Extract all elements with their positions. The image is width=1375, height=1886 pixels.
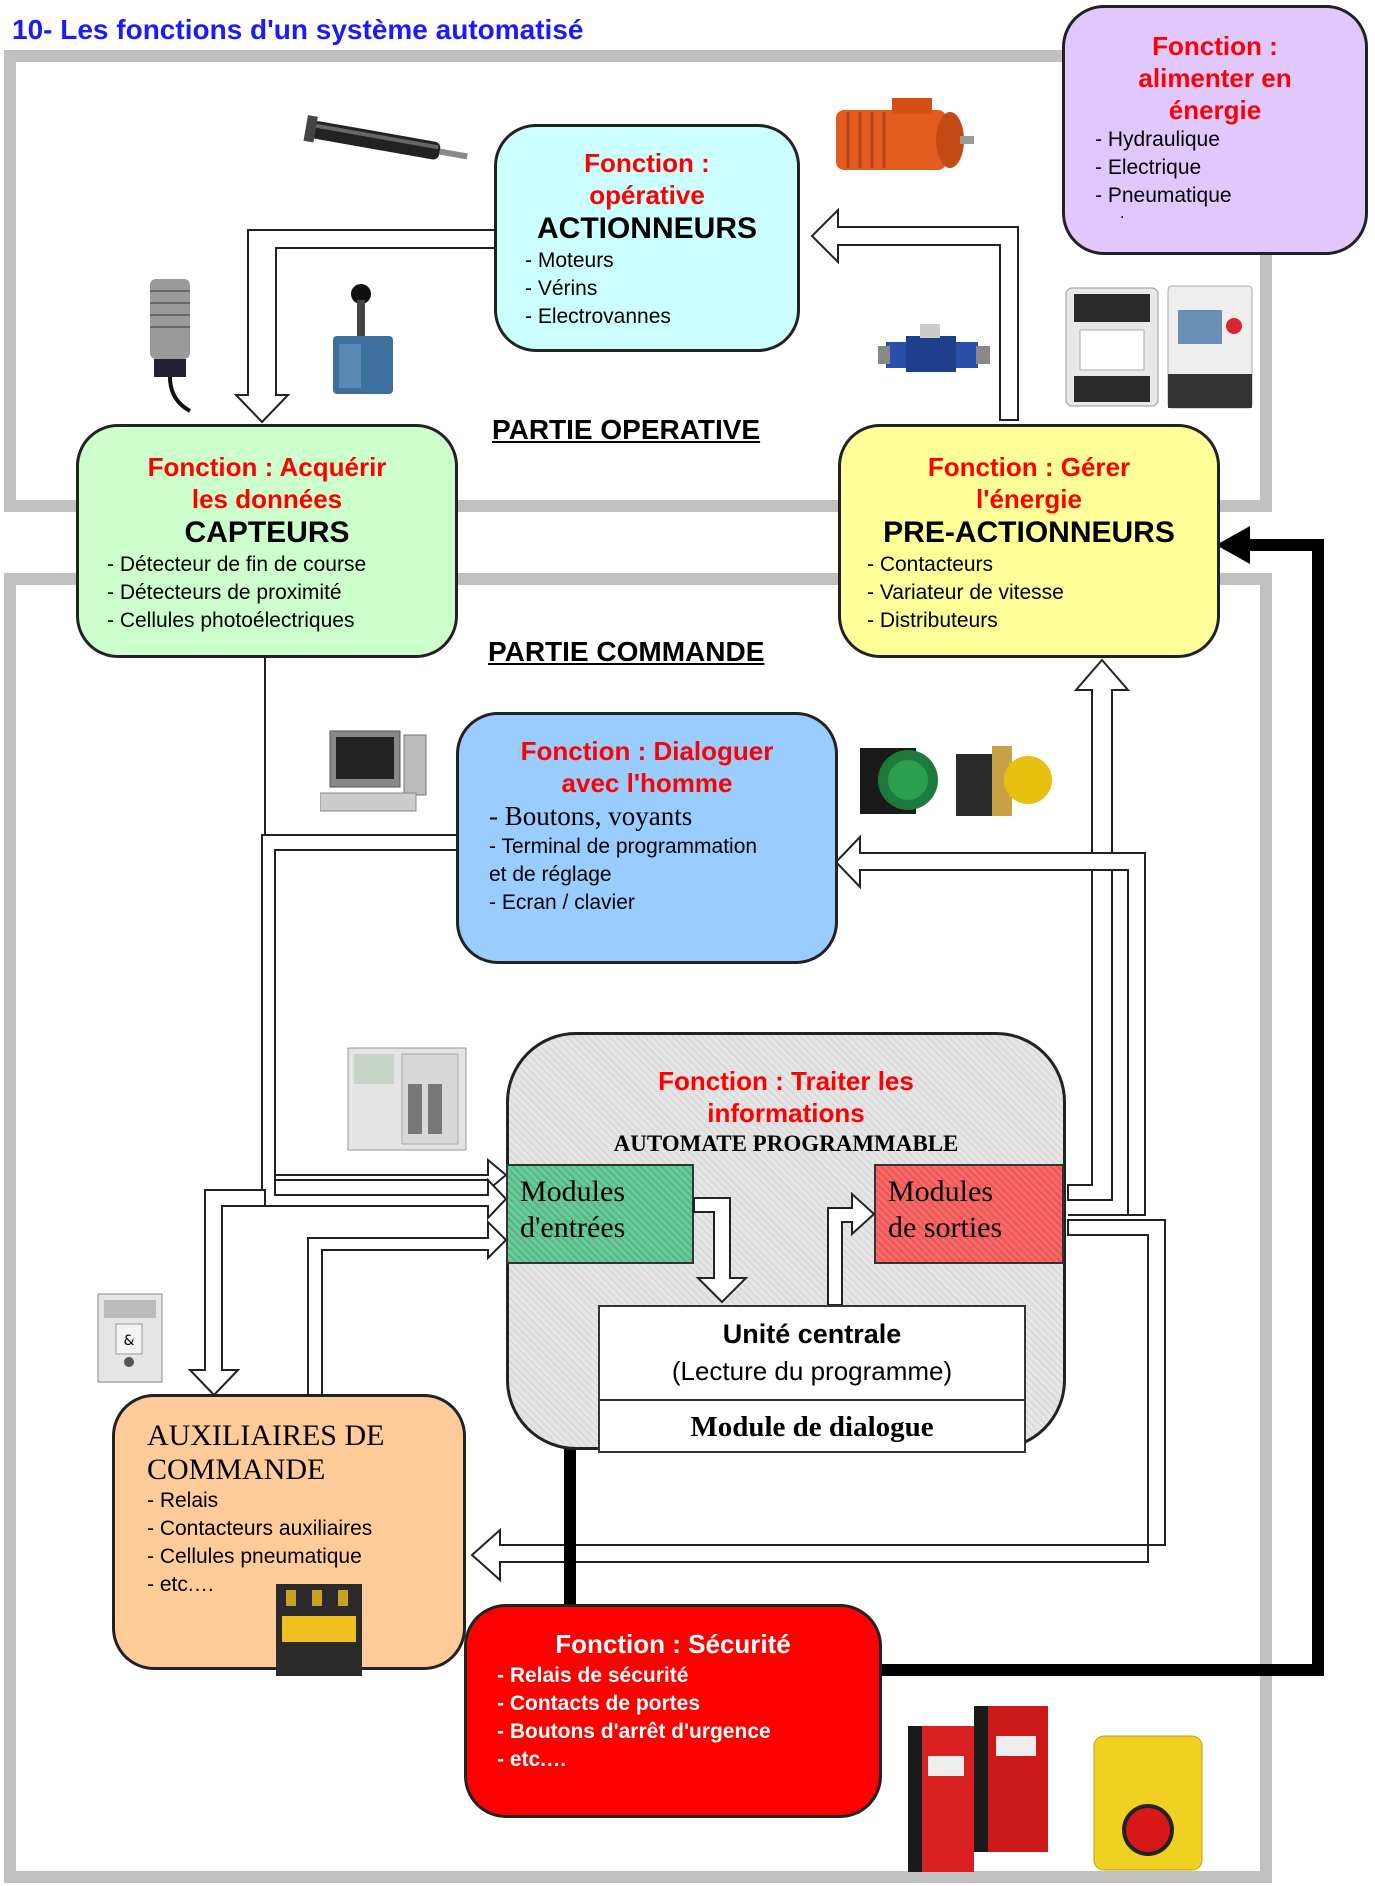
securite-item: - Contacts de portes [497,1692,701,1715]
securite-item: - etc.… [497,1748,568,1771]
modules-sorties-line1: Modules [888,1175,993,1208]
dialogue-item: - Ecran / clavier [489,891,635,914]
actionneurs-category: ACTIONNEURS [536,212,757,245]
energie-item: - etc.… [1095,210,1365,218]
modules-entrees-line2: d'entrées [520,1211,626,1244]
actionneurs-item: - Vérins [525,277,598,300]
safety-relay-photo [908,1706,1048,1872]
capteurs-item: - Détecteur de fin de course [107,553,367,576]
capteurs-function-2: les données [191,484,343,514]
auxiliaires-item: - Cellules pneumatique [147,1545,362,1568]
automate-function-2: informations [707,1098,865,1128]
module-dialogue: Module de dialogue [690,1411,934,1443]
energie-item: - Pneumatique [1095,184,1232,207]
capteurs-function-1: Fonction : Acquérir [147,452,387,482]
modules-sorties: Modules de sorties [874,1164,1064,1264]
securite-box: Fonction : Sécurité - Relais de sécurité… [464,1604,882,1818]
securite-title: Fonction : Sécurité [555,1629,791,1659]
energie-title-2: alimenter en [1138,63,1292,93]
automate-function-1: Fonction : Traiter les [658,1066,914,1096]
actionneurs-item: - Moteurs [525,249,614,272]
unite-centrale-title: Unité centrale [722,1319,902,1349]
securite-item: - Boutons d'arrêt d'urgence [497,1720,771,1743]
actionneurs-function-2: opérative [589,180,705,210]
dialogue-box: Fonction : Dialoguer avec l'homme - Bout… [456,712,838,964]
preactionneurs-function-2: l'énergie [976,484,1082,514]
dialogue-function-2: avec l'homme [561,768,733,798]
arrow-sorties-to-auxiliaires [470,1219,1166,1583]
partie-operative-label: PARTIE OPERATIVE [492,414,761,445]
dialogue-item: et de réglage [489,863,612,886]
preactionneurs-item: - Contacteurs [867,553,994,576]
capteurs-item: - Cellules photoélectriques [107,609,355,632]
logic-module-photo: & [97,1293,163,1383]
actionneurs-box: Fonction : opérative ACTIONNEURS - Moteu… [494,124,800,352]
security-line-right [880,539,1324,1676]
push-button-photo [860,748,938,814]
dialogue-item: - Terminal de programmation [489,835,758,858]
arrow-capteurs-to-auxiliaires [187,1189,266,1397]
energie-title-1: Fonction : [1152,31,1278,61]
proximity-sensor-photo [150,279,192,413]
energie-title-3: énergie [1168,95,1262,125]
auxiliaires-title-2: COMMANDE [147,1453,326,1486]
unite-centrale-subtitle: (Lecture du programme) [671,1356,953,1386]
arrow-sorties-to-preact [1067,658,1131,1201]
limit-switch-photo [333,284,393,394]
preactionneurs-item: - Variateur de vitesse [867,581,1064,604]
variateur-photo [1167,285,1253,409]
partie-commande-label: PARTIE COMMANDE [488,636,765,667]
arrow-dialogue-to-entrees [261,834,508,1221]
distributeur-photo [878,324,990,372]
securite-item: - Relais de sécurité [497,1664,689,1687]
preactionneurs-function-1: Fonction : Gérer [927,452,1131,482]
energie-box: Fonction : alimenter en énergie - Hydrau… [1062,5,1368,255]
arrow-actionneurs-to-capteurs [233,229,497,424]
auxiliaires-item: - etc.… [147,1573,215,1596]
page-title: 10- Les fonctions d'un système automatis… [12,14,584,45]
arrow-unite-to-sorties [827,1191,876,1306]
plc-photo [347,1047,467,1151]
relay-photo [276,1584,362,1676]
actionneurs-function-1: Fonction : [584,148,710,178]
emergency-stop-photo [1093,1735,1203,1871]
energie-item: - Hydraulique [1095,128,1220,151]
computer-photo [320,730,427,812]
preactionneurs-item: - Distributeurs [867,609,998,632]
arrow-preact-to-actionneurs [810,207,1019,421]
motor-photo [836,98,974,170]
preactionneurs-box: Fonction : Gérer l'énergie PRE-ACTIONNEU… [838,424,1220,658]
security-arrowhead-preact [1216,526,1250,564]
auxiliaires-title-1: AUXILIAIRES DE [147,1419,385,1452]
dialogue-function-1: Fonction : Dialoguer [520,736,774,766]
svg-text:&: & [124,1333,135,1349]
capteurs-item: - Détecteurs de proximité [107,581,342,604]
preactionneurs-category: PRE-ACTIONNEURS [883,516,1175,549]
unite-centrale: Unité centrale (Lecture du programme) Mo… [598,1305,1026,1453]
contactor-photo [1065,287,1159,407]
auxiliaires-item: - Contacteurs auxiliaires [147,1517,373,1540]
verin-photo [303,115,468,160]
capteurs-box: Fonction : Acquérir les données CAPTEURS… [76,424,458,658]
energie-item: - Electrique [1095,156,1202,179]
auxiliaires-item: - Relais [147,1489,219,1512]
automate-title: AUTOMATE PROGRAMMABLE [613,1131,959,1156]
dialogue-item-serif: - Boutons, voyants [489,801,693,831]
modules-sorties-line2: de sorties [888,1211,1003,1244]
arrow-entrees-to-unite [693,1197,749,1304]
pilot-light-photo [956,746,1052,816]
arrow-auxiliaires-to-entrees [307,1219,508,1396]
modules-entrees-line1: Modules [520,1175,625,1208]
modules-entrees: Modules d'entrées [506,1164,694,1264]
capteurs-category: CAPTEURS [184,516,350,549]
actionneurs-item: - Electrovannes [525,305,671,328]
auxiliaires-box: AUXILIAIRES DE COMMANDE - Relais - Conta… [112,1394,466,1670]
